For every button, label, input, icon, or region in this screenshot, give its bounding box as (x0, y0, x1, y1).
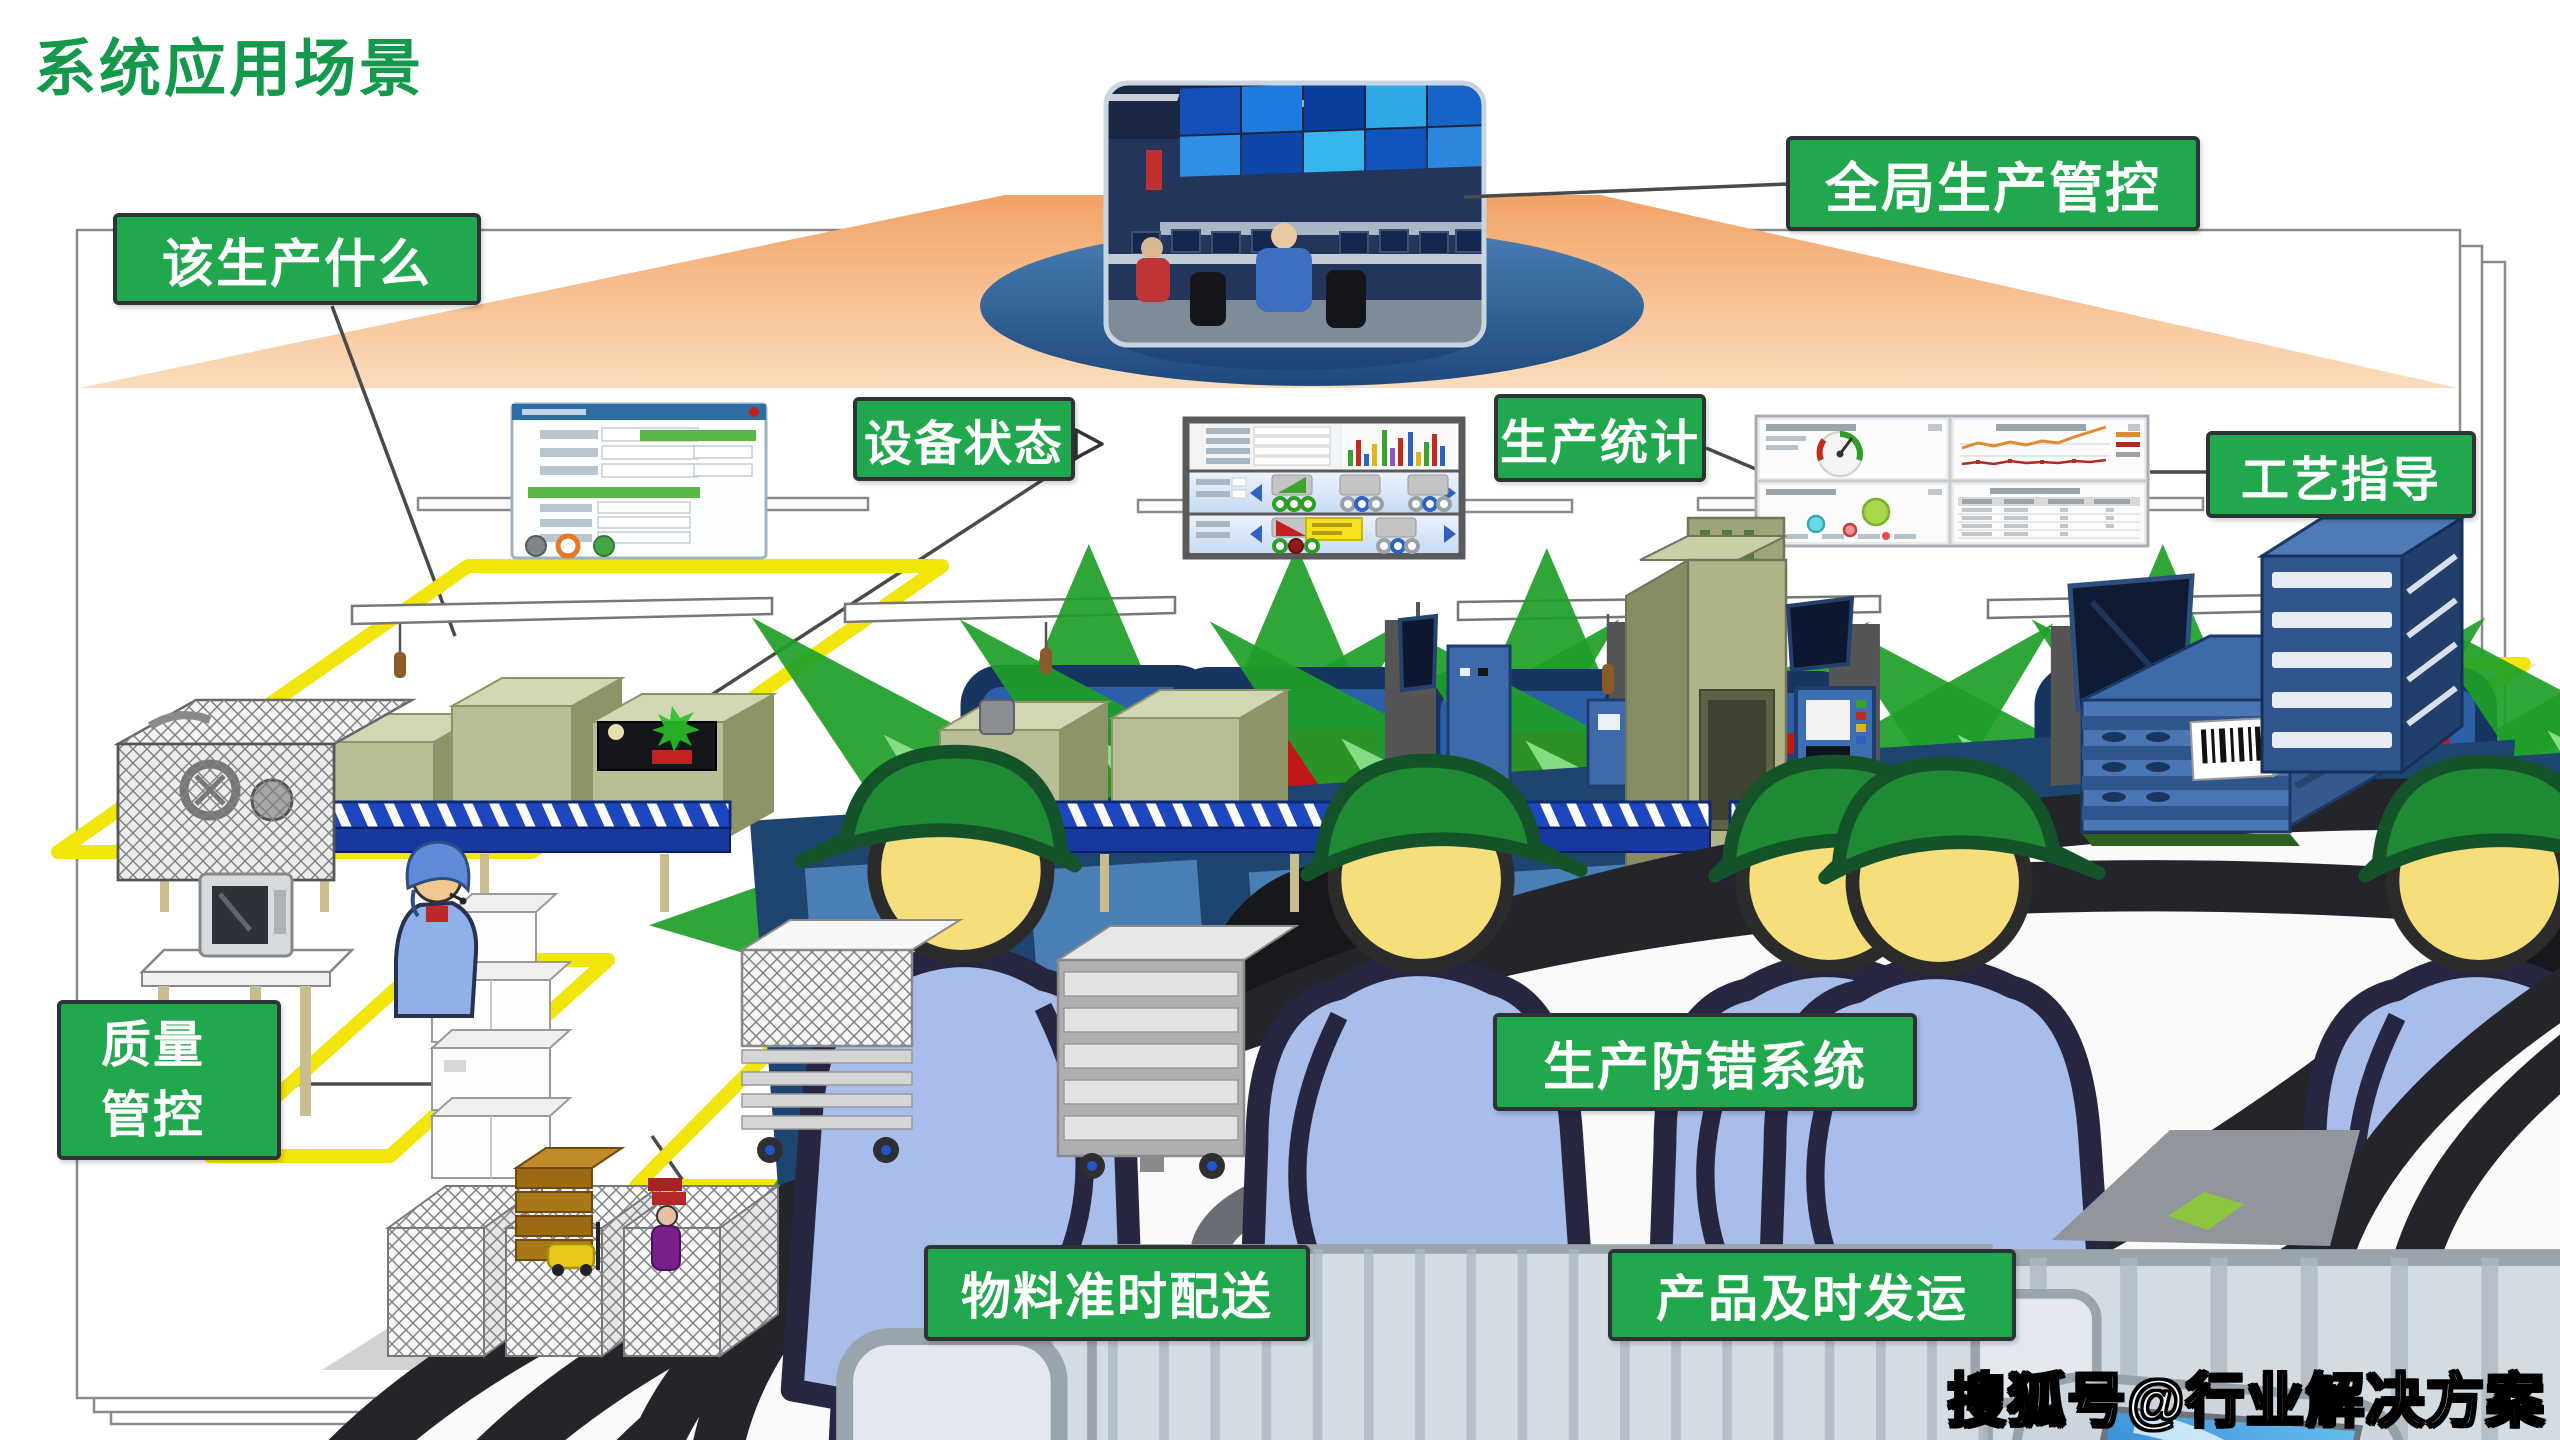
control-room-photo (1103, 80, 1487, 348)
slide-title: 系统应用场景 (34, 35, 425, 104)
control-hub (980, 80, 1644, 386)
mesh-parts-container (113, 698, 417, 882)
customer-buildings (2052, 1130, 2360, 1246)
table-panel (1954, 485, 2144, 542)
quality-control-line1: 质量 (101, 1017, 205, 1073)
green-lawn (2168, 1192, 2244, 1230)
warehouse-operator (648, 1178, 686, 1271)
forklift (546, 1222, 600, 1276)
callout-material-jit-delivery: 物料准时配送 (924, 1245, 1310, 1341)
callout-product-timely-shipping: 产品及时发运 (1608, 1249, 2016, 1341)
watermark-text: 搜狐号@行业解决方案 (1946, 1368, 2546, 1436)
connector-global (1463, 182, 1789, 199)
equipment-pointer-arrow (1074, 428, 1104, 460)
mes-dialog-screen (510, 402, 768, 560)
machine-blocks (314, 644, 1650, 841)
station-row-fault (1271, 517, 1420, 554)
mini-bar-chart (1348, 430, 1445, 466)
machine-display (1785, 595, 1855, 673)
seated-inspector (394, 840, 479, 1018)
station-row-ok (1271, 474, 1452, 512)
tool-balancers (394, 614, 1614, 694)
machine-hmi-panel (1794, 686, 1876, 774)
callout-quality-control: 质量 管控 (57, 1000, 281, 1160)
connector-equipment (644, 442, 1099, 740)
callout-global-production-control: 全局生产管控 (1786, 136, 2200, 231)
callout-production-statistics: 生产统计 (1494, 394, 1706, 482)
trend-panel (1954, 420, 2144, 478)
callout-equipment-status: 设备状态 (853, 397, 1075, 481)
marking-qc-zone (203, 953, 615, 1163)
delivery-carts (738, 919, 1300, 1179)
callout-error-proofing-system: 生产防错系统 (1493, 1013, 1917, 1111)
mesh-cart (738, 919, 964, 1163)
callout-what-to-produce: 该生产什么 (113, 213, 481, 305)
workstation-monitor-dark-small (1397, 602, 1439, 693)
factory-floor (51, 402, 2560, 1440)
connector-stats (1705, 446, 1759, 472)
callout-process-guidance: 工艺指导 (2206, 431, 2476, 518)
bubble-panel (1760, 485, 1946, 542)
production-stats-board (1754, 414, 2150, 548)
quality-control-line2: 管控 (101, 1087, 205, 1143)
slat-cart (1054, 925, 1300, 1179)
warehouse-racks (384, 1147, 782, 1358)
equipment-status-board (1182, 416, 1466, 560)
gauge-panel (1760, 420, 1946, 478)
kitting-shelf-rack (2256, 515, 2468, 776)
